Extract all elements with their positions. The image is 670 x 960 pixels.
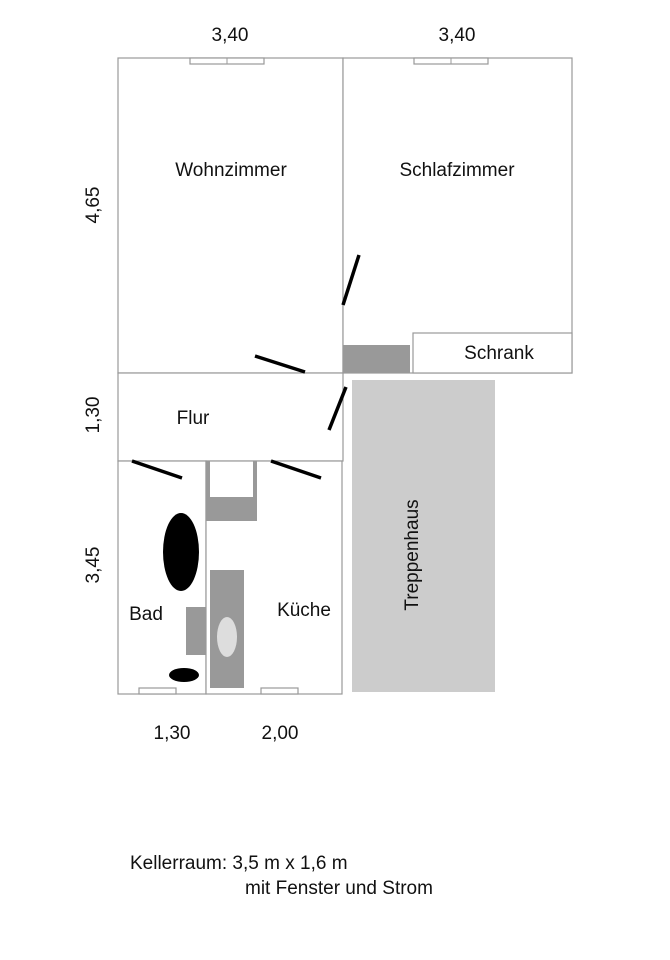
dim-bad-width: 1,30 <box>154 723 191 744</box>
cellar-note-line2: mit Fenster und Strom <box>245 878 433 899</box>
door-entrance <box>327 386 348 431</box>
room-wohnzimmer <box>117 57 344 374</box>
schrank-box <box>412 332 573 374</box>
label-wohnzimmer: Wohnzimmer <box>175 160 287 181</box>
door-schlafzimmer <box>341 254 361 306</box>
window <box>260 687 299 695</box>
label-schlafzimmer: Schlafzimmer <box>399 160 515 181</box>
dim-flur-height: 1,30 <box>83 397 104 434</box>
room-flur <box>117 372 344 462</box>
kitchen-counter <box>206 461 257 521</box>
door-wohnzimmer <box>254 354 306 374</box>
dim-kueche-width: 2,00 <box>262 723 299 744</box>
dim-lower-height: 3,45 <box>83 547 104 584</box>
room-schlafzimmer <box>342 57 573 374</box>
label-treppenhaus: Treppenhaus <box>402 499 423 610</box>
stairwell <box>352 380 495 692</box>
dim-top-left: 3,40 <box>212 25 249 46</box>
label-schrank: Schrank <box>464 343 534 364</box>
dim-top-right: 3,40 <box>439 25 476 46</box>
label-bad: Bad <box>129 604 163 625</box>
dim-upper-height: 4,65 <box>83 187 104 224</box>
washbasin <box>186 607 206 655</box>
door-kueche <box>270 459 322 480</box>
gray-cabinet <box>343 345 410 373</box>
label-kueche: Küche <box>277 600 331 621</box>
cellar-note-line1: Kellerraum: 3,5 m x 1,6 m <box>130 853 348 874</box>
bathtub <box>163 513 199 591</box>
sink <box>217 617 237 657</box>
window <box>138 687 177 695</box>
door-bad <box>131 459 183 480</box>
toilet <box>169 668 199 682</box>
label-flur: Flur <box>177 408 210 429</box>
